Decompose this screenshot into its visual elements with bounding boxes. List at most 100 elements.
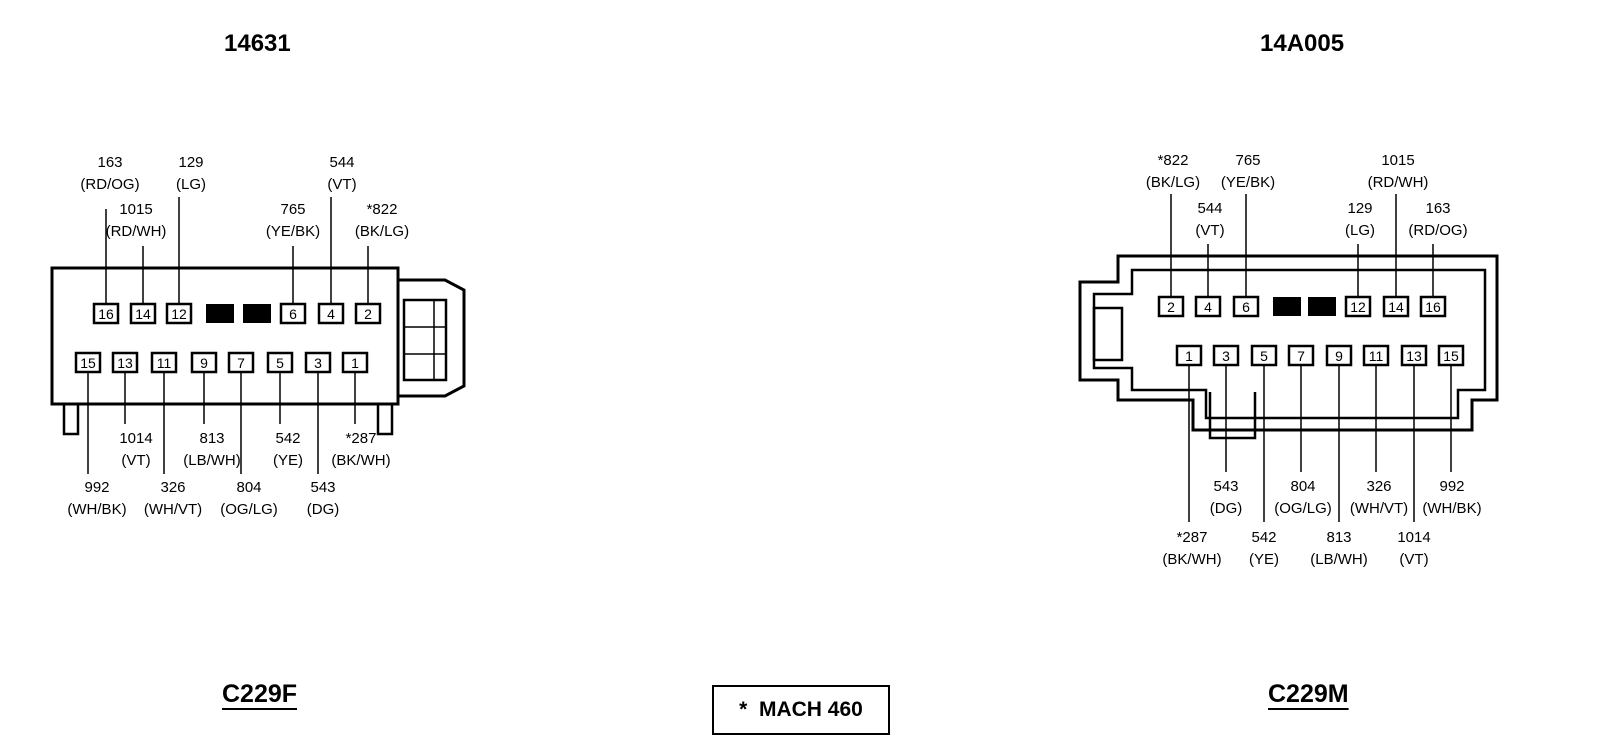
right-bottom-wire-circuit-7: 992 — [1439, 478, 1464, 495]
left-top-wire-color-5: (BK/LG) — [355, 223, 409, 240]
left-pin-number-top-4: 4 — [327, 306, 335, 322]
left-pin-number-top-16: 16 — [98, 306, 114, 322]
left-pin-number-bottom-9: 9 — [200, 355, 208, 371]
left-latch-inner — [402, 298, 448, 382]
left-part-number: 14631 — [224, 30, 291, 57]
left-bottom-wire-circuit-1: 1014 — [119, 430, 152, 447]
left-top-wire-circuit-3: 765 — [280, 201, 305, 218]
right-bottom-wire-color-6: (VT) — [1399, 551, 1428, 568]
right-pin-number-bottom-5: 5 — [1260, 348, 1268, 364]
right-pin-number-bottom-15: 15 — [1443, 348, 1459, 364]
left-pin-number-bottom-15: 15 — [80, 355, 96, 371]
left-bottom-wire-circuit-7: *287 — [346, 430, 377, 447]
right-key-notch — [1208, 392, 1257, 440]
right-top-wire-color-3: (LG) — [1345, 222, 1375, 239]
right-bottom-wire-color-2: (YE) — [1249, 551, 1279, 568]
right-pin-top-blank-4 — [1308, 297, 1336, 316]
right-part-number: 14A005 — [1260, 30, 1345, 57]
right-top-wire-color-1: (VT) — [1195, 222, 1224, 239]
right-top-wire-circuit-4: 1015 — [1381, 152, 1414, 169]
left-bottom-wire-circuit-6: 543 — [310, 479, 335, 496]
left-pin-top-blank-3 — [206, 304, 234, 323]
left-bottom-wire-circuit-5: 542 — [275, 430, 300, 447]
left-top-wire-color-3: (YE/BK) — [266, 223, 320, 240]
right-bottom-wire-circuit-2: 542 — [1251, 529, 1276, 546]
left-pin-number-top-14: 14 — [135, 306, 151, 322]
right-pin-number-bottom-1: 1 — [1185, 348, 1193, 364]
left-top-wire-color-1: (RD/WH) — [106, 223, 167, 240]
right-pin-number-top-6: 6 — [1242, 299, 1250, 315]
left-pin-top-blank-4 — [243, 304, 271, 323]
right-bottom-wire-circuit-1: 543 — [1213, 478, 1238, 495]
right-pin-number-bottom-7: 7 — [1297, 348, 1305, 364]
right-pin-number-bottom-3: 3 — [1222, 348, 1230, 364]
footnote-box: * MACH 460 — [712, 685, 890, 735]
right-pin-top-blank-3 — [1273, 297, 1301, 316]
left-top-wire-circuit-1: 1015 — [119, 201, 152, 218]
left-top-wire-circuit-0: 163 — [97, 154, 122, 171]
right-bottom-wire-circuit-0: *287 — [1177, 529, 1208, 546]
left-bottom-wire-circuit-3: 813 — [199, 430, 224, 447]
left-connector-id: C229F — [222, 680, 298, 708]
right-pin-number-top-2: 2 — [1167, 299, 1175, 315]
left-pin-number-bottom-11: 11 — [157, 355, 172, 371]
right-bottom-wire-color-5: (WH/VT) — [1350, 500, 1408, 517]
left-bottom-wire-circuit-2: 326 — [160, 479, 185, 496]
right-pin-number-top-12: 12 — [1350, 299, 1366, 315]
left-bottom-wire-color-1: (VT) — [121, 452, 150, 469]
left-pin-number-top-2: 2 — [364, 306, 372, 322]
right-pin-number-top-16: 16 — [1425, 299, 1441, 315]
right-pin-number-bottom-9: 9 — [1335, 348, 1343, 364]
left-foot-left — [62, 402, 80, 436]
left-pin-number-bottom-13: 13 — [117, 355, 133, 371]
left-latch-outer — [398, 278, 466, 398]
left-bottom-wire-color-6: (DG) — [307, 501, 340, 518]
right-top-wire-color-2: (YE/BK) — [1221, 174, 1275, 191]
right-bottom-wire-color-1: (DG) — [1210, 500, 1243, 517]
right-top-wire-circuit-3: 129 — [1347, 200, 1372, 217]
right-housing-outer — [1078, 254, 1499, 432]
left-bottom-wire-color-0: (WH/BK) — [67, 501, 126, 518]
left-top-wire-color-2: (LG) — [176, 176, 206, 193]
right-bottom-wire-color-3: (OG/LG) — [1274, 500, 1332, 517]
right-housing-inner — [1092, 268, 1487, 420]
left-foot-right — [376, 402, 394, 436]
right-pin-number-top-4: 4 — [1204, 299, 1212, 315]
right-bottom-wire-circuit-5: 326 — [1366, 478, 1391, 495]
left-pin-number-bottom-5: 5 — [276, 355, 284, 371]
left-bottom-wire-color-7: (BK/WH) — [331, 452, 390, 469]
left-bottom-wire-circuit-0: 992 — [84, 479, 109, 496]
right-bottom-wire-color-4: (LB/WH) — [1310, 551, 1368, 568]
left-pin-number-bottom-3: 3 — [314, 355, 322, 371]
right-bottom-wire-circuit-6: 1014 — [1397, 529, 1430, 546]
right-top-wire-circuit-1: 544 — [1197, 200, 1222, 217]
left-top-wire-color-0: (RD/OG) — [80, 176, 139, 193]
right-top-wire-color-0: (BK/LG) — [1146, 174, 1200, 191]
footnote-text: * MACH 460 — [739, 698, 863, 721]
right-top-wire-circuit-0: *822 — [1158, 152, 1189, 169]
left-pin-number-bottom-1: 1 — [351, 355, 359, 371]
right-top-wire-circuit-5: 163 — [1425, 200, 1450, 217]
left-bottom-wire-color-2: (WH/VT) — [144, 501, 202, 518]
left-bottom-wire-color-4: (OG/LG) — [220, 501, 278, 518]
left-top-wire-circuit-2: 129 — [178, 154, 203, 171]
left-pin-number-bottom-7: 7 — [237, 355, 245, 371]
right-bottom-wire-circuit-3: 804 — [1290, 478, 1315, 495]
right-pin-number-bottom-11: 11 — [1369, 348, 1384, 364]
left-pin-number-top-12: 12 — [171, 306, 187, 322]
left-bottom-wire-circuit-4: 804 — [236, 479, 261, 496]
left-top-wire-circuit-5: *822 — [367, 201, 398, 218]
right-pin-number-top-14: 14 — [1388, 299, 1404, 315]
right-top-wire-color-5: (RD/OG) — [1408, 222, 1467, 239]
left-bottom-wire-color-3: (LB/WH) — [183, 452, 241, 469]
right-connector-id: C229M — [1268, 680, 1349, 708]
right-bottom-wire-color-0: (BK/WH) — [1162, 551, 1221, 568]
left-bottom-wire-color-5: (YE) — [273, 452, 303, 469]
right-bottom-wire-circuit-4: 813 — [1326, 529, 1351, 546]
left-pin-number-top-6: 6 — [289, 306, 297, 322]
right-top-wire-color-4: (RD/WH) — [1368, 174, 1429, 191]
right-pin-number-bottom-13: 13 — [1406, 348, 1422, 364]
